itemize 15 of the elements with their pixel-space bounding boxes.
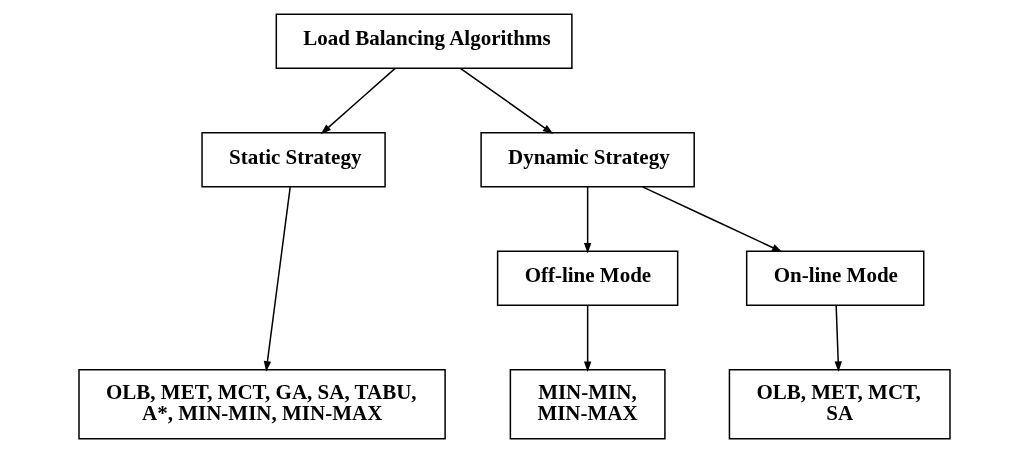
- arrow: [263, 186, 291, 372]
- node-box: OLB, MET, MCT, GA, SA, TABU, A*, MIN-MIN, MIN-MAX: [78, 369, 446, 440]
- node-box: On-line Mode: [745, 250, 925, 306]
- arrow: [834, 305, 842, 372]
- node-box: MIN-MIN, MIN-MAX: [509, 369, 666, 440]
- arrow: [459, 67, 554, 134]
- arrow: [583, 305, 592, 372]
- node-box: Load Balancing Algorithms: [275, 13, 573, 69]
- arrow: [320, 67, 396, 135]
- arrow: [583, 186, 592, 254]
- node-box: Off-line Mode: [496, 250, 679, 306]
- arrow: [641, 186, 783, 253]
- node-box: Static Strategy: [201, 131, 386, 188]
- node-box: Dynamic Strategy: [480, 131, 695, 188]
- node-box: OLB, MET, MCT, SA: [728, 369, 951, 440]
